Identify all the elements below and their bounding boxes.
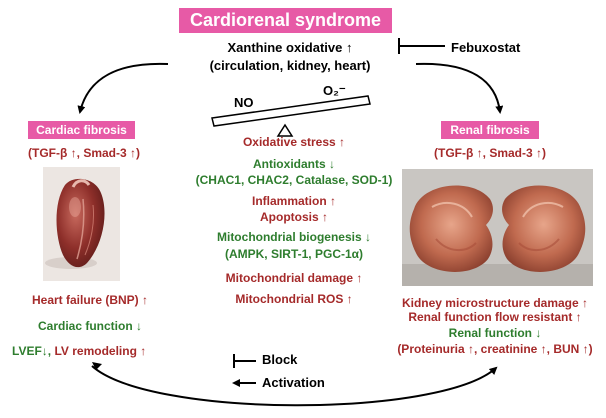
arrowhead-cardiac-bottom xyxy=(92,362,102,370)
mito-biogenesis-text: Mitochondrial biogenesis ↓ xyxy=(216,230,371,244)
kidney-photo xyxy=(402,169,593,286)
diagram-title: Cardiorenal syndrome xyxy=(179,8,392,33)
renal-markers-list: (Proteinuria ↑, creatinine ↑, BUN ↑) xyxy=(397,342,593,356)
febuxostat-label: Febuxostat xyxy=(451,40,521,55)
activation-symbol xyxy=(232,379,256,387)
block-symbol xyxy=(233,354,256,368)
cardiac-fibrosis-label: Cardiac fibrosis xyxy=(28,121,135,139)
febuxostat-inhibition-bar xyxy=(398,38,445,54)
mito-damage-text: Mitochondrial damage ↑ xyxy=(225,271,363,285)
kidney-illustration xyxy=(402,169,593,286)
kidney-microstructure-text: Kidney microstructure damage ↑ xyxy=(401,296,589,310)
heart-illustration xyxy=(43,167,120,281)
cardiac-markers: (TGF-β ↑, Smad-3 ↑) xyxy=(28,146,140,160)
oxidative-stress-text: Oxidative stress ↑ xyxy=(242,135,346,149)
no-superoxide-balance xyxy=(211,95,371,137)
renal-function-text: Renal function ↓ xyxy=(448,326,542,340)
xanthine-oxidative-line1: Xanthine oxidative ↑ xyxy=(227,40,353,55)
renal-fibrosis-label: Renal fibrosis xyxy=(441,121,539,139)
xanthine-oxidative-line2: (circulation, kidney, heart) xyxy=(209,58,371,73)
cardiac-function-text: Cardiac function ↓ xyxy=(37,319,142,333)
renal-markers: (TGF-β ↑, Smad-3 ↑) xyxy=(434,146,546,160)
heart-photo xyxy=(43,167,120,281)
mito-ros-text: Mitochondrial ROS ↑ xyxy=(235,292,353,306)
heart-failure-text: Heart failure (BNP) ↑ xyxy=(31,293,149,307)
no-label: NO xyxy=(234,95,254,110)
antioxidant-list-text: (CHAC1, CHAC2, Catalase, SOD-1) xyxy=(195,173,393,187)
arrow-to-renal xyxy=(415,62,504,114)
lvef-text: LVEF↓, LV remodeling ↑ xyxy=(12,344,147,358)
superoxide-label: O₂⁻ xyxy=(323,83,346,98)
arrow-bottom-to-renal xyxy=(91,365,498,407)
block-legend-label: Block xyxy=(262,352,298,367)
activation-legend-label: Activation xyxy=(262,375,325,390)
renal-flow-resistant-text: Renal function flow resistant ↑ xyxy=(408,310,582,324)
arrow-to-cardiac xyxy=(77,62,169,114)
antioxidants-text: Antioxidants ↓ xyxy=(252,157,335,171)
mito-list-text: (AMPK, SIRT-1, PGC-1α) xyxy=(224,247,364,261)
arrow-bottom-to-cardiac xyxy=(96,368,500,400)
inflammation-text: Inflammation ↑ xyxy=(251,194,336,208)
apoptosis-text: Apoptosis ↑ xyxy=(260,210,328,224)
